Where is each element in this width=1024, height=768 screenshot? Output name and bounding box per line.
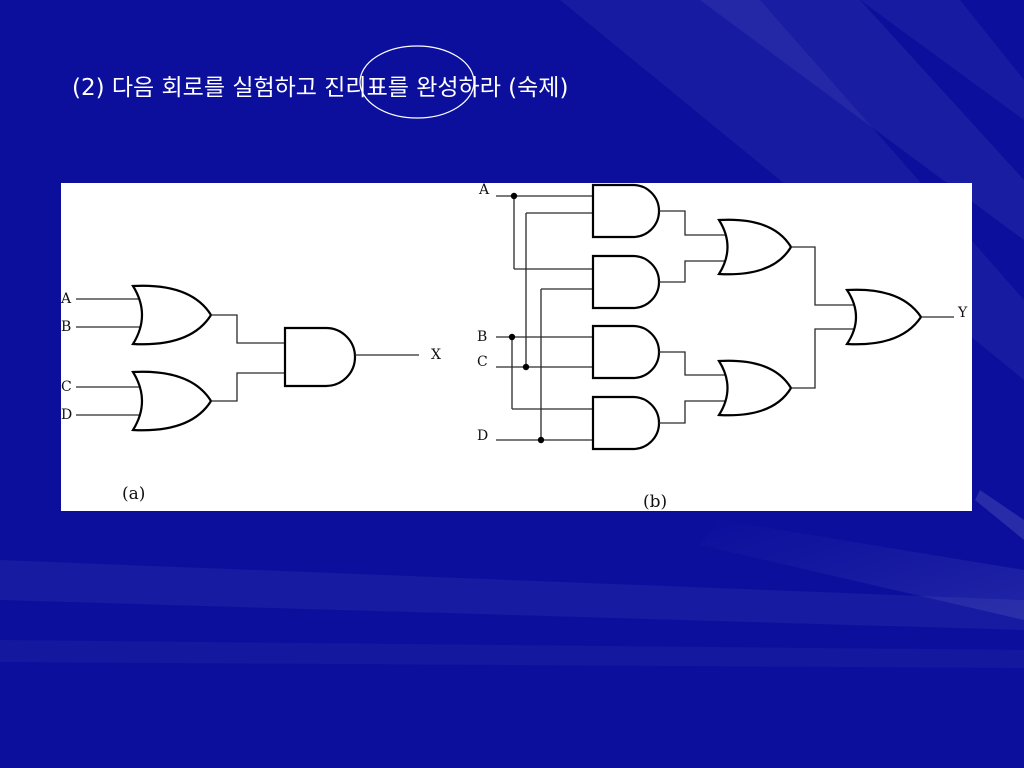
and-gate-a [283,326,357,388]
or-gate-a1 [131,284,213,346]
circuit-b-output-y: Y [957,305,968,321]
or-gate-b2 [717,359,793,417]
slide-title: (2) 다음 회로를 실험하고 진리표를 완성하라 (숙제) [72,75,569,101]
circuit-a-input-b: B [61,319,71,335]
circuit-b-input-b: B [477,329,487,345]
or-gate-a2 [131,370,213,432]
circuit-a-caption: (a) [122,484,145,504]
circuit-b-input-d: D [477,428,488,444]
circuit-a-input-c: C [61,379,72,395]
circuit-b-input-a: A [478,183,490,198]
or-gate-b1 [717,218,793,276]
and-gate-b3 [591,324,661,380]
circuit-a-output-x: X [431,347,441,363]
circuit-b-caption: (b) [643,492,667,511]
and-gate-b1 [591,183,661,239]
logic-circuits: A B C D X (a) [60,182,968,512]
circuit-a-input-d: D [61,407,72,423]
circuit-a-input-a: A [61,291,72,307]
circuit-b-input-c: C [477,354,488,370]
circuit-b: A B C D Y (b) [477,182,968,512]
circuit-diagram-panel: A B C D X (a) [60,182,972,512]
highlight-ellipse [359,45,475,119]
circuit-a: A B C D X (a) [60,284,441,504]
and-gate-b2 [591,254,661,310]
and-gate-b4 [591,395,661,451]
or-gate-b-final [845,288,923,346]
